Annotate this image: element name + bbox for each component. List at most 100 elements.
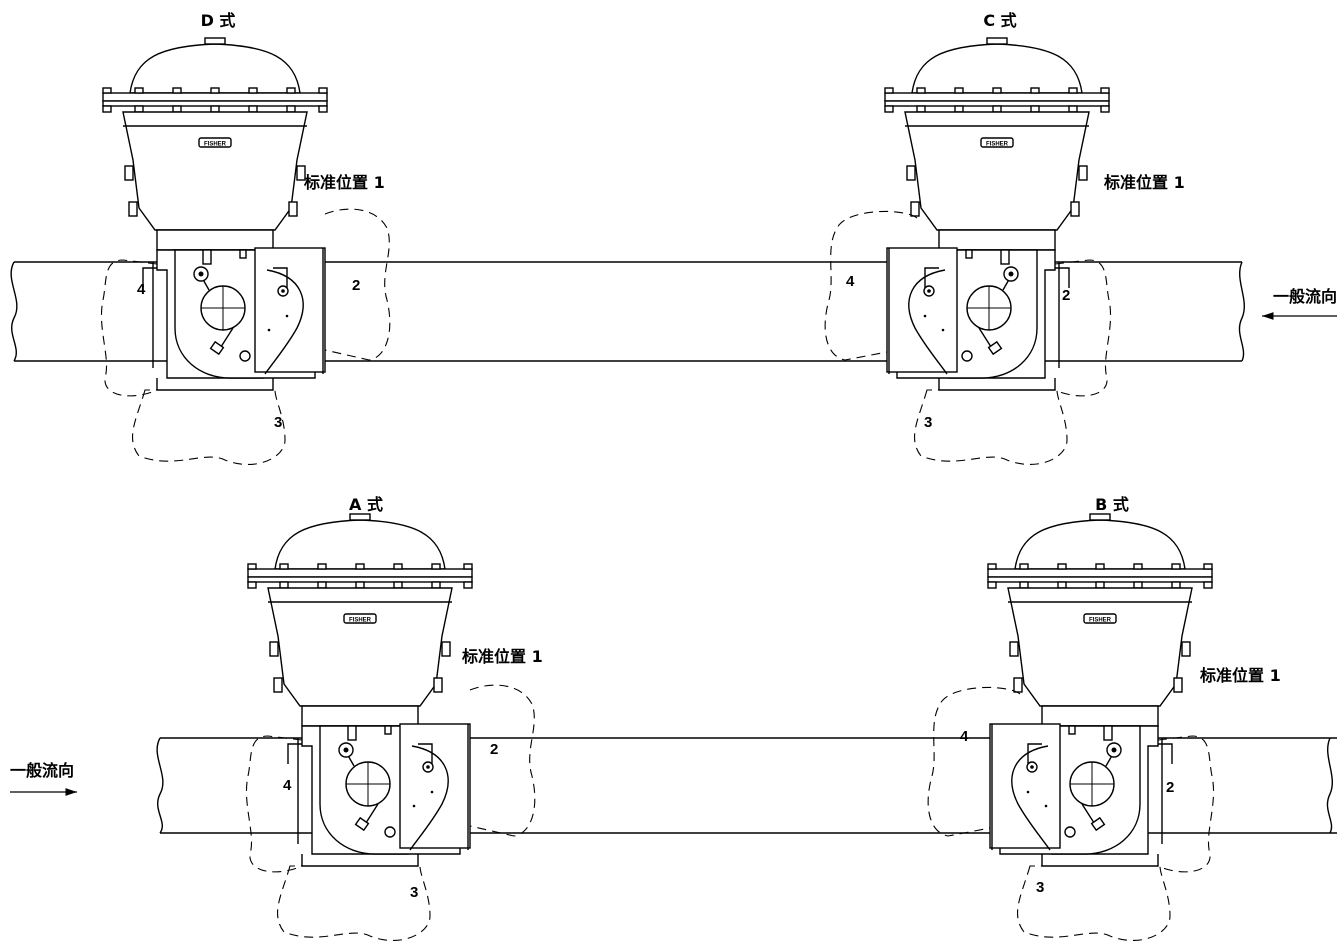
mounting-yoke [1041, 705, 1159, 727]
housing-lug [1070, 201, 1080, 217]
flange-bolt-icon [279, 563, 289, 570]
stem-connector [1103, 725, 1113, 741]
flange-nut-icon [317, 581, 327, 589]
position-4-c: 4 [846, 273, 855, 290]
dome-cap [1089, 513, 1111, 521]
flange-nut-icon [172, 105, 182, 113]
housing-lug [124, 165, 134, 181]
body-flange-left [1027, 743, 1042, 764]
flange-nut-icon [916, 105, 926, 113]
body-bottom [156, 378, 274, 391]
plate-hole-icon [285, 314, 289, 318]
body-bottom [301, 854, 419, 867]
dome-cap [986, 37, 1008, 45]
position-3-b: 3 [1036, 879, 1044, 896]
flange-bolt-icon [987, 563, 997, 570]
flange-nut-icon [987, 581, 997, 589]
link-block [209, 340, 225, 356]
body-flange-left [287, 743, 302, 764]
flow-label-top: 一般流向 [1273, 287, 1337, 306]
position-2-d: 2 [352, 277, 360, 294]
stem-connector [347, 725, 357, 741]
stem-nut [384, 725, 392, 735]
flange-nut-icon [247, 581, 257, 589]
actuator-flange-lower [102, 100, 328, 107]
brand-plate [198, 137, 232, 148]
brand-plate [1083, 613, 1117, 624]
flange-bolt-icon [431, 563, 441, 570]
flange-nut-icon [248, 105, 258, 113]
flange-bolt-icon [393, 563, 403, 570]
flange-nut-icon [1030, 105, 1040, 113]
link-block [1090, 816, 1106, 832]
alt-position-2-outline [469, 684, 536, 837]
housing-lug [906, 165, 916, 181]
valve-unit-b: FISHER [927, 513, 1215, 941]
housing-lug [128, 201, 138, 217]
alt-position-4-outline [1054, 259, 1112, 397]
plate-bolt-icon [1064, 826, 1076, 838]
mounting-plate [886, 247, 958, 373]
flange-nut-icon [134, 105, 144, 113]
lever-pin-icon [198, 271, 204, 277]
style-label-b: B 式 [1095, 495, 1129, 514]
valve-unit-a: FISHER [245, 513, 536, 941]
standard-position-label-d: 标准位置 1 [303, 173, 385, 192]
stem-nut [965, 249, 973, 259]
flange-bolt-icon [916, 87, 926, 94]
actuator-flange-lower [987, 576, 1213, 583]
position-2-a: 2 [490, 741, 498, 758]
lever-pin-icon [1008, 271, 1014, 277]
standard-position-label-c: 标准位置 1 [1103, 173, 1185, 192]
valve-unit-c: FISHER [824, 37, 1112, 465]
dome-cap [204, 37, 226, 45]
flange-bolt-icon [210, 87, 220, 94]
actuator-flange-lower [884, 100, 1110, 107]
cam-cover [908, 269, 948, 375]
plate-hole-icon [923, 314, 927, 318]
alt-position-4-outline [245, 735, 303, 873]
alt-position-4-outline [100, 259, 158, 397]
flange-bolt-icon [1068, 87, 1078, 94]
housing-lug [1181, 641, 1191, 657]
plate-hole-icon [430, 790, 434, 794]
flange-nut-icon [1095, 581, 1105, 589]
flange-bolt-icon [317, 563, 327, 570]
flange-bolt-icon [463, 563, 473, 570]
cam-cover [264, 269, 304, 375]
plate-bolt-center [927, 289, 931, 293]
flange-nut-icon [318, 105, 328, 113]
flange-bolt-icon [884, 87, 894, 94]
body-flange-right [1158, 743, 1173, 764]
flange-nut-icon [1133, 581, 1143, 589]
flow-indicator-top: 一般流向 [1262, 287, 1337, 320]
plate-bolt-center [281, 289, 285, 293]
alt-position-3-outline [277, 865, 431, 941]
style-label-c: C 式 [983, 11, 1016, 30]
body-bottom [1041, 854, 1159, 867]
lever-pin-icon [343, 747, 349, 753]
flange-nut-icon [431, 581, 441, 589]
housing-lug [273, 677, 283, 693]
position-2-b: 2 [1166, 779, 1174, 796]
link-block [354, 816, 370, 832]
flange-bolt-icon [172, 87, 182, 94]
actuator-dome [129, 43, 301, 94]
position-2-c: 2 [1062, 287, 1070, 304]
flange-nut-icon [463, 581, 473, 589]
plate-hole-icon [1044, 804, 1048, 808]
housing-lug [1009, 641, 1019, 657]
mounting-yoke [301, 705, 419, 727]
body-flange-right [1055, 267, 1070, 288]
flange-bolt-icon [134, 87, 144, 94]
mounting-yoke [156, 229, 274, 251]
actuator-flange [884, 92, 1110, 102]
housing-lug [910, 201, 920, 217]
flange-bolt-icon [102, 87, 112, 94]
cam-cover [409, 745, 449, 851]
position-4-b: 4 [960, 728, 969, 745]
actuator-housing [122, 111, 308, 231]
flange-nut-icon [1100, 105, 1110, 113]
flange-nut-icon [1068, 105, 1078, 113]
